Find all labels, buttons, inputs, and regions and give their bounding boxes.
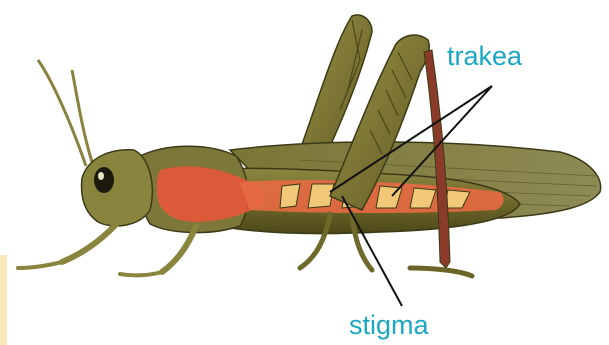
compound-eye bbox=[94, 167, 114, 193]
front-leg bbox=[62, 220, 120, 262]
head bbox=[82, 150, 153, 226]
middle-leg bbox=[162, 226, 196, 272]
antenna bbox=[72, 70, 92, 162]
stigma-label: stigma bbox=[349, 312, 429, 339]
trakea-label: trakea bbox=[447, 43, 522, 70]
